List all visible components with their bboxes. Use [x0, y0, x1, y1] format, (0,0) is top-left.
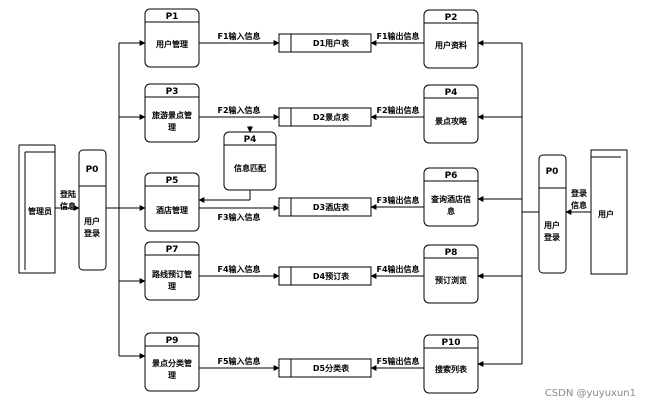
p0-left-line2: 登录 — [83, 228, 100, 238]
store-d3-label: D3酒店表 — [313, 202, 350, 212]
flow-f4-in: F4输入信息 — [217, 264, 260, 274]
p3-line1: 旅游景点管 — [152, 110, 192, 120]
p7-id: P7 — [166, 245, 179, 255]
flow-f3-out: F3输出信息 — [376, 195, 419, 205]
flow-f5-in: F5输入信息 — [217, 356, 260, 366]
flow-f1-in: F1输入信息 — [217, 31, 260, 41]
store-d4-label: D4预订表 — [313, 271, 350, 281]
admin-label: 管理员 — [28, 206, 52, 216]
p6-line1: 查询酒店信 — [431, 194, 471, 204]
p8-id: P8 — [445, 248, 458, 258]
store-d5-label: D5分类表 — [313, 363, 350, 373]
flow-f1-out: F1输出信息 — [376, 31, 419, 41]
p9-id: P9 — [166, 336, 179, 346]
p3-line2: 理 — [168, 123, 176, 132]
p7-line1: 路线预订管 — [152, 269, 192, 279]
p2-label: 用户资料 — [434, 40, 467, 50]
right-login-flow-line2: 信息 — [571, 200, 587, 210]
admin-entity — [18, 144, 56, 274]
flow-f4-out: F4输出信息 — [376, 264, 419, 274]
process-p2 — [423, 9, 479, 69]
p10-label: 搜索列表 — [435, 364, 468, 374]
store-d2-label: D2景点表 — [313, 112, 350, 122]
process-p1 — [144, 8, 200, 68]
p0-right-line2: 登录 — [543, 232, 560, 242]
process-p7 — [144, 241, 200, 301]
p0-right-id: P0 — [546, 167, 559, 177]
flow-f3-in: F3输入信息 — [217, 212, 260, 222]
right-login-flow-line1: 登录 — [570, 188, 587, 198]
watermark: CSDN @yuyuxun1 — [545, 388, 636, 399]
p4-match-id: P4 — [244, 135, 257, 145]
p9-line2: 理 — [168, 371, 176, 380]
p10-id: P10 — [441, 338, 460, 348]
p0-right-line1: 用户 — [543, 220, 560, 230]
p6-id: P6 — [445, 171, 458, 181]
p9-line1: 景点分类管 — [152, 358, 192, 368]
p5-label: 酒店管理 — [156, 205, 188, 215]
p3-id: P3 — [166, 87, 179, 97]
p1-label: 用户管理 — [155, 39, 188, 49]
left-login-flow-line2: 信息 — [60, 201, 76, 211]
p0-left-line1: 用户 — [83, 216, 100, 226]
flow-f2-out: F2输出信息 — [376, 105, 419, 115]
p1-id: P1 — [166, 12, 179, 22]
flow-f2-in: F2输入信息 — [217, 105, 260, 115]
process-p9 — [144, 332, 200, 392]
left-login-flow-line1: 登陆 — [59, 189, 76, 199]
p5-id: P5 — [166, 176, 179, 186]
p2-id: P2 — [445, 13, 458, 23]
p4r-id: P4 — [445, 88, 458, 98]
flow-f5-out: F5输出信息 — [376, 356, 419, 366]
user-label: 用户 — [597, 209, 614, 219]
p4-match-label: 信息匹配 — [234, 163, 266, 173]
p7-line2: 理 — [168, 282, 176, 291]
p8-label: 预订浏览 — [435, 275, 467, 285]
process-p3 — [144, 83, 200, 143]
p4r-label: 景点攻略 — [435, 116, 468, 126]
p6-line2: 息 — [447, 206, 455, 216]
store-d1-label: D1用户表 — [313, 38, 350, 48]
p0-left-id: P0 — [86, 165, 99, 175]
